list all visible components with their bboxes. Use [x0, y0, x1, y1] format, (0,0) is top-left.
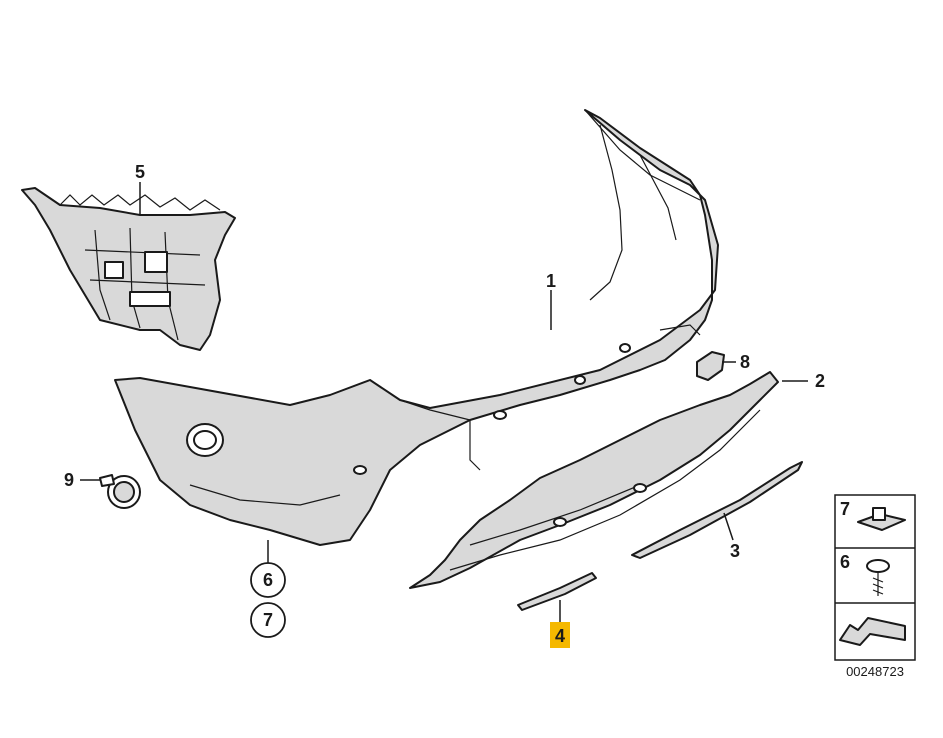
small-trim: [517, 572, 597, 611]
callout-4: 4: [555, 626, 565, 646]
hardware-legend: 7 6: [834, 494, 916, 661]
callout-8: 8: [740, 352, 750, 372]
screw-icon: [866, 559, 890, 573]
tow-hook-cap-right: [696, 351, 725, 381]
tow-hook-cap-left: [99, 474, 141, 509]
legend-label-6: 6: [840, 552, 850, 572]
diagram-number: 00248723: [846, 664, 904, 679]
callout-3: 3: [730, 541, 740, 561]
direction-arrow-icon: [839, 617, 906, 646]
circled-callout-7: 7: [263, 610, 273, 630]
leader-3: [723, 512, 734, 541]
trim-strip: [631, 461, 803, 559]
callout-2: 2: [815, 371, 825, 391]
rear-bumper-cover: [114, 109, 719, 546]
bumper-bracket: [21, 187, 236, 351]
circle-callout-7: [250, 602, 286, 638]
callout-5: 5: [135, 162, 145, 182]
nut-clip-body: [872, 507, 886, 521]
callout-1: 1: [546, 271, 556, 291]
circle-callout-6: [250, 562, 286, 598]
callout-4-highlight: [550, 622, 570, 648]
callout-9: 9: [64, 470, 74, 490]
circled-callout-6: 6: [263, 570, 273, 590]
legend-label-7: 7: [840, 499, 850, 519]
rear-diffuser: [409, 371, 779, 589]
